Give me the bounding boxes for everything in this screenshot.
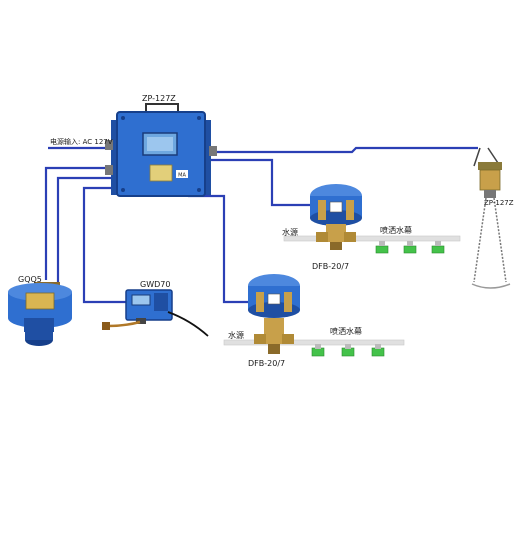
controller-label: ZP-127Z bbox=[142, 94, 176, 103]
wire-to-gqq bbox=[44, 166, 118, 280]
device-badge: MA bbox=[178, 173, 186, 179]
sensor-gwd70 bbox=[102, 289, 209, 337]
valve-group-2 bbox=[223, 274, 405, 357]
wire-to-gqq-2 bbox=[56, 176, 118, 282]
trunk-wire-lower bbox=[204, 158, 314, 207]
gwd-label: GWD70 bbox=[140, 280, 171, 289]
hanging-sensor bbox=[471, 147, 511, 289]
spray-nozzle-label-2: 喷洒水幕 bbox=[330, 327, 362, 336]
sensor-right-label: ZP-127Z bbox=[484, 199, 514, 207]
spray-nozzle-label-1: 喷洒水幕 bbox=[380, 226, 412, 235]
sensor-gqq5 bbox=[8, 282, 72, 346]
valve-label-2: DFB-20/7 bbox=[248, 359, 286, 368]
valve-group-1 bbox=[283, 184, 461, 254]
valve-label-1: DFB-20/7 bbox=[312, 262, 350, 271]
wiring bbox=[44, 146, 478, 304]
wire-to-valve-2 bbox=[188, 194, 252, 304]
trunk-wire-right bbox=[204, 146, 478, 154]
water-source-label-1: 水源 bbox=[282, 228, 298, 237]
wire-to-gwd bbox=[82, 186, 126, 304]
gqq-label: GQQ5 bbox=[18, 275, 42, 284]
water-source-label-2: 水源 bbox=[228, 331, 244, 340]
power-input-label: 电源输入: AC 127V bbox=[50, 138, 113, 146]
controller-zp127z: MA bbox=[105, 103, 217, 197]
